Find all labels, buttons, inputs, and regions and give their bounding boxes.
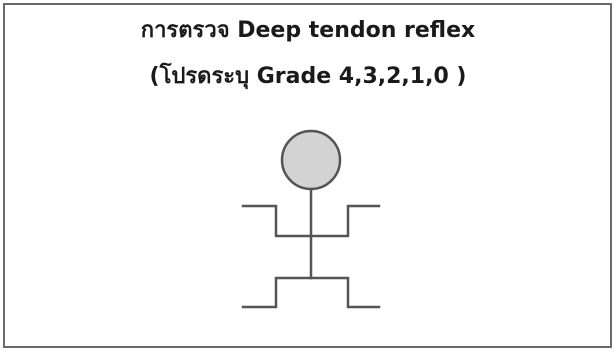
figure-right-leg: [309, 276, 381, 309]
figure-right-arm: [309, 204, 381, 238]
diagram-title: การตรวจ Deep tendon reflex: [140, 18, 476, 43]
figure-left-arm: [241, 204, 313, 238]
figure-head: [280, 129, 342, 191]
figure-left-leg: [241, 276, 313, 309]
diagram-subtitle: (โปรดระบุ Grade 4,3,2,1,0 ): [149, 64, 467, 89]
